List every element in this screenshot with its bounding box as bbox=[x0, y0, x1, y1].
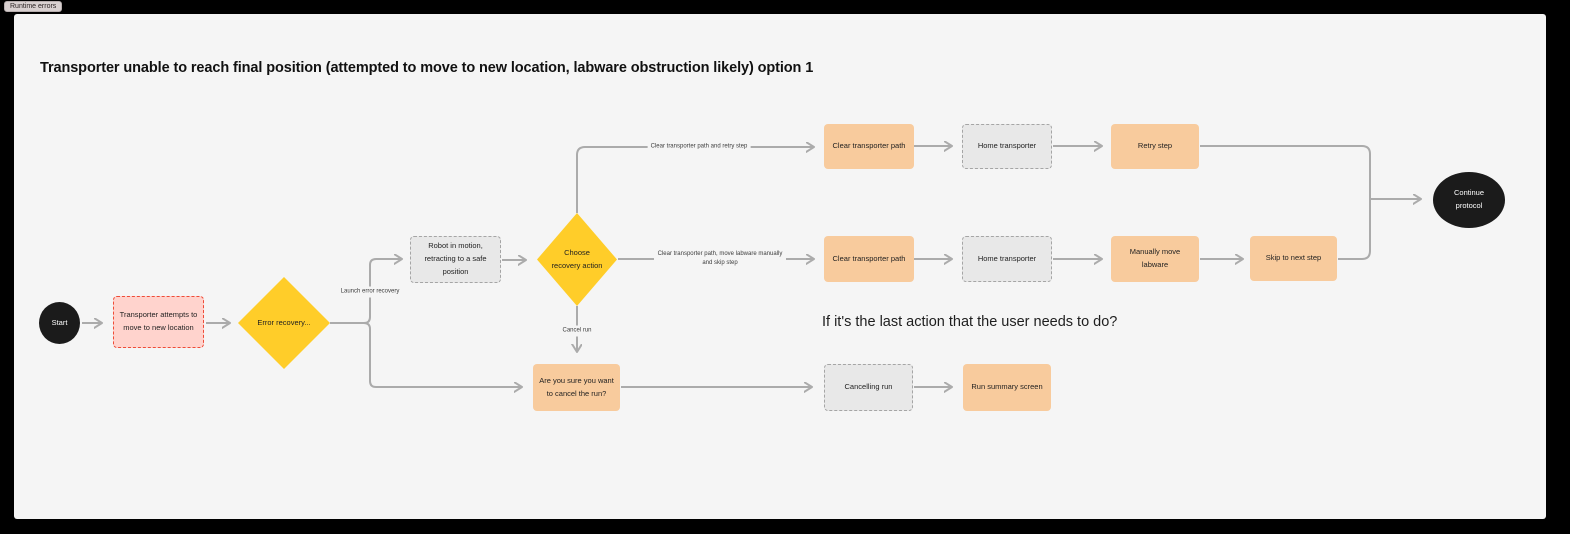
node-clear-transporter-path-middle[interactable]: Clear transporter path bbox=[824, 236, 914, 282]
node-label: Start bbox=[51, 317, 68, 327]
node-retry-step[interactable]: Retry step bbox=[1111, 124, 1199, 169]
node-cancelling-run[interactable]: Cancelling run bbox=[824, 364, 913, 411]
annotation-last-action-question[interactable]: If it's the last action that the user ne… bbox=[822, 314, 1118, 330]
node-home-transporter-top[interactable]: Home transporter bbox=[962, 124, 1052, 169]
decision-error-recovery[interactable]: Error recovery... bbox=[238, 277, 330, 369]
edge-label-cancel-run: Cancel run bbox=[559, 325, 595, 337]
node-label: Robot in motion, retracting to a safe po… bbox=[424, 241, 487, 276]
edge-label-clear-move-and-skip: Clear transporter path, move labware man… bbox=[654, 249, 786, 269]
node-robot-in-motion[interactable]: Robot in motion, retracting to a safe po… bbox=[410, 236, 501, 283]
node-label: Cancelling run bbox=[844, 382, 893, 392]
section-label-runtime-errors[interactable]: Runtime errors bbox=[4, 1, 63, 12]
diagram-title[interactable]: Transporter unable to reach final positi… bbox=[40, 60, 814, 76]
terminal-start[interactable]: Start bbox=[39, 302, 80, 344]
node-home-transporter-middle[interactable]: Home transporter bbox=[962, 236, 1052, 282]
node-run-summary-screen[interactable]: Run summary screen bbox=[963, 364, 1051, 411]
node-label: Home transporter bbox=[977, 141, 1037, 151]
node-label: Are you sure you want to cancel the run? bbox=[539, 375, 614, 398]
node-label: Continue protocol bbox=[1453, 188, 1485, 210]
node-label: Transporter attempts to move to new loca… bbox=[119, 310, 198, 332]
edge-label-launch-error-recovery: Launch error recovery bbox=[337, 286, 403, 298]
node-manually-move-labware[interactable]: Manually move labware bbox=[1111, 236, 1199, 282]
node-cancel-run-confirm[interactable]: Are you sure you want to cancel the run? bbox=[533, 364, 620, 411]
node-label: Retry step bbox=[1137, 141, 1173, 151]
node-label: Clear transporter path bbox=[832, 141, 906, 151]
node-label: Choose recovery action bbox=[551, 247, 603, 270]
node-transporter-attempts[interactable]: Transporter attempts to move to new loca… bbox=[113, 296, 204, 348]
terminal-continue-protocol[interactable]: Continue protocol bbox=[1433, 172, 1505, 228]
node-label: Run summary screen bbox=[971, 382, 1043, 392]
node-skip-to-next-step[interactable]: Skip to next step bbox=[1250, 236, 1337, 281]
node-label: Skip to next step bbox=[1265, 253, 1322, 263]
node-label: Error recovery... bbox=[257, 317, 311, 327]
edge-label-clear-and-retry: Clear transporter path and retry step bbox=[647, 141, 751, 153]
node-label: Home transporter bbox=[977, 253, 1037, 263]
decision-choose-recovery-action[interactable]: Choose recovery action bbox=[537, 213, 617, 306]
node-clear-transporter-path-top[interactable]: Clear transporter path bbox=[824, 124, 914, 169]
node-label: Manually move labware bbox=[1129, 247, 1181, 269]
node-label: Clear transporter path bbox=[832, 253, 906, 263]
